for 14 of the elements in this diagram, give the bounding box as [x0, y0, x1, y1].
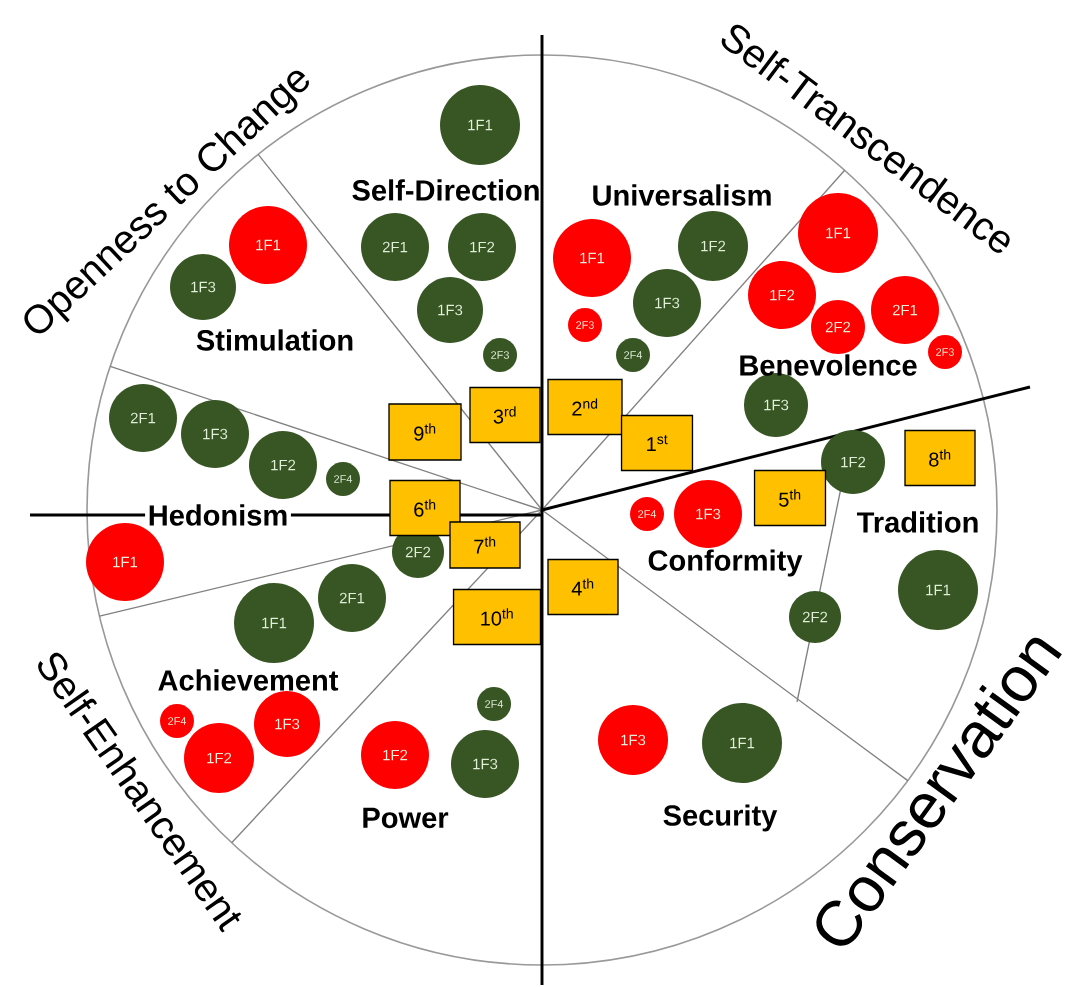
rank-box: 7$^{th}$	[449, 521, 521, 569]
value-label: Hedonism	[145, 501, 291, 529]
rank-box: 3$^{rd}$	[469, 386, 541, 444]
value-label: Self-Direction	[352, 179, 539, 201]
rank-box: 9$^{th}$	[388, 403, 462, 461]
rank-box: 4$^{th}$	[547, 558, 619, 616]
value-label: Tradition	[857, 511, 978, 533]
value-label: Power	[363, 807, 449, 829]
rank-box: 6$^{th}$	[389, 479, 461, 537]
value-label: Benevolence	[740, 354, 917, 376]
value-label: Conformity	[648, 549, 803, 577]
rank-box: 10$^{th}$	[452, 588, 542, 646]
value-label: Security	[663, 804, 778, 832]
value-label: Stimulation	[196, 329, 353, 351]
